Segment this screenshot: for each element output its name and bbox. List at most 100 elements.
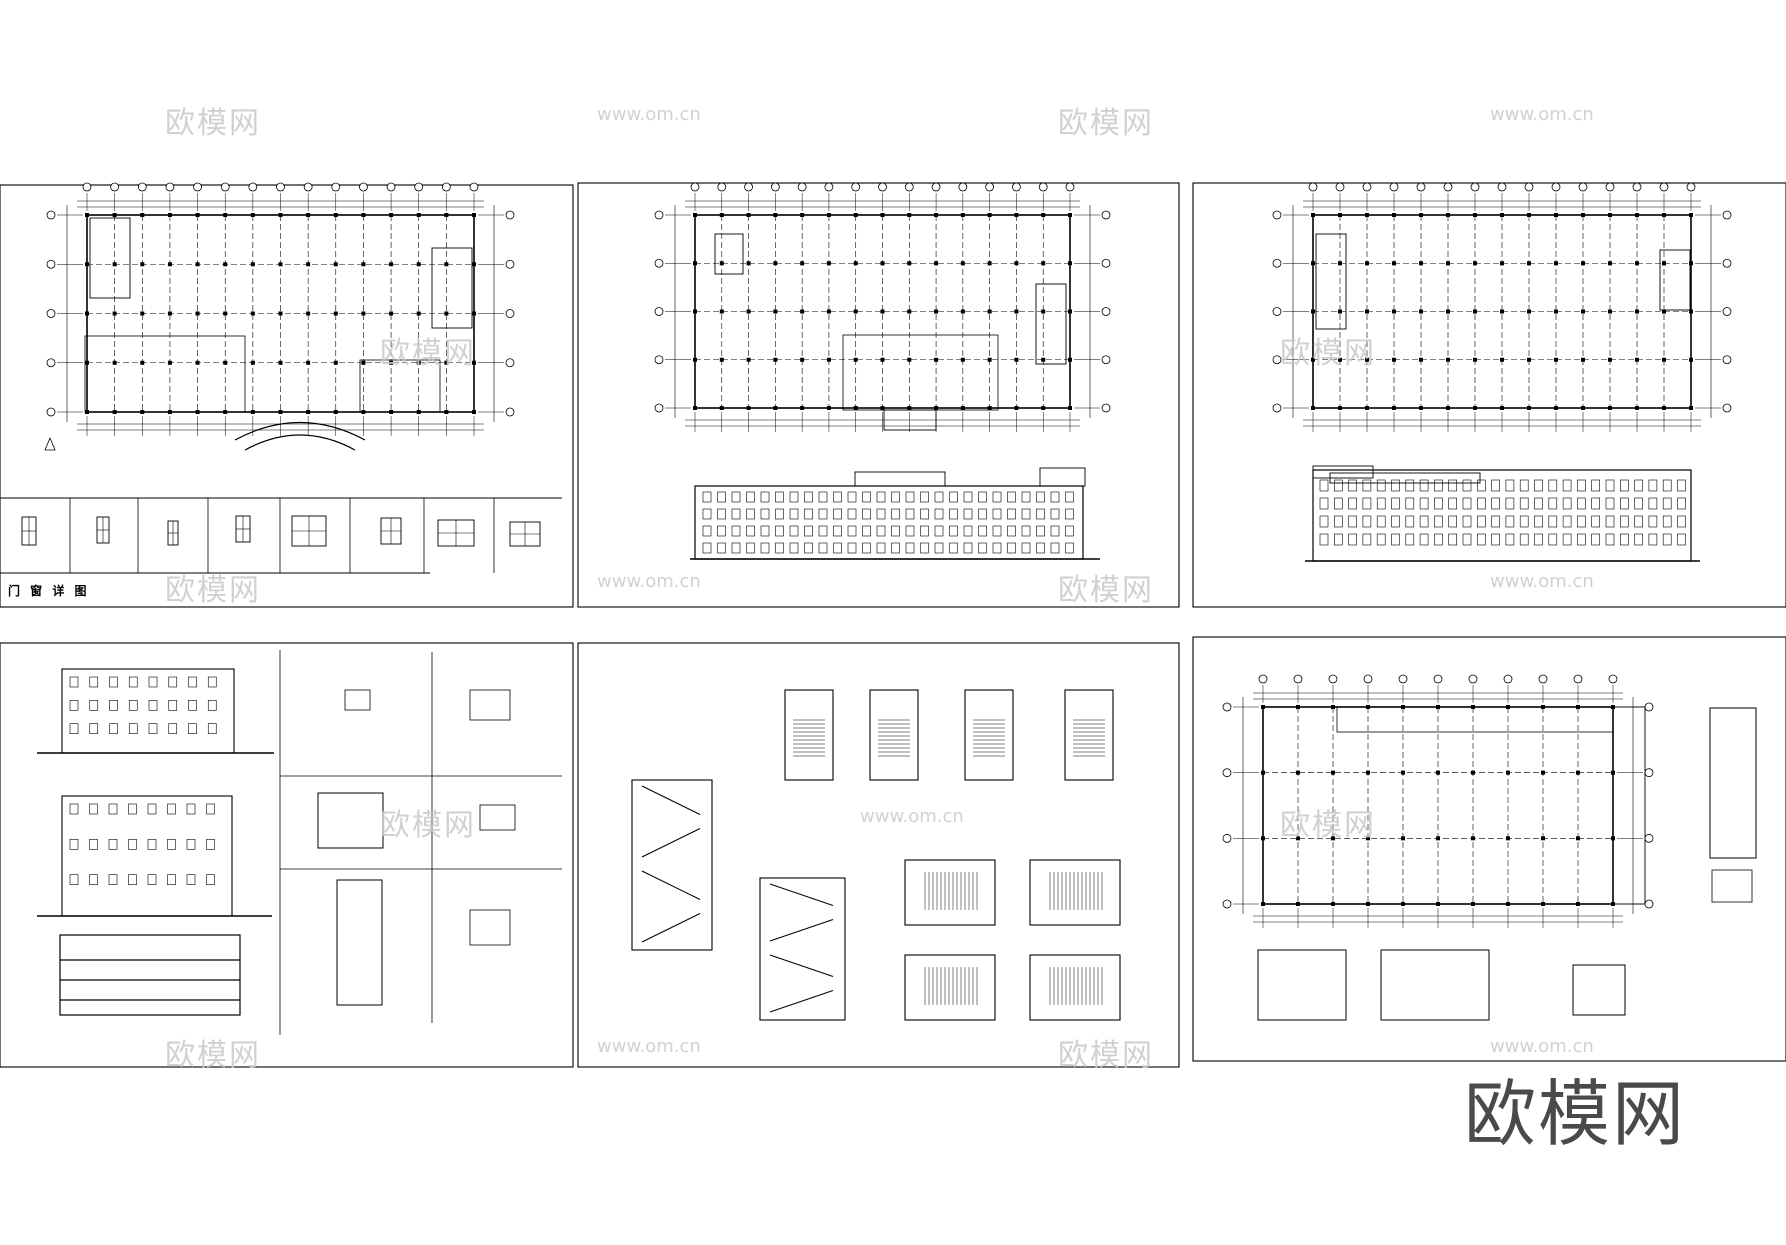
plan-level-2-axis-bubble [717, 182, 727, 192]
sheet-frame [577, 642, 1180, 1068]
plan-level-3-column [1446, 309, 1450, 314]
plan-level-1-column [223, 213, 228, 217]
elevation-window [147, 874, 157, 885]
elevation-window [1648, 515, 1658, 528]
canopy-section [1711, 869, 1753, 903]
plan-level-2-axis-bubble [1101, 210, 1111, 220]
elevation-window [978, 508, 987, 520]
toilet-plan-detail [336, 879, 383, 1006]
plan-level-1-column [278, 262, 283, 267]
elevation-window [207, 676, 217, 688]
plan-level-2-column [1068, 213, 1072, 217]
plan-level-1-column [223, 311, 228, 316]
elevation-window [1662, 479, 1672, 492]
plan-level-1-column [444, 410, 449, 414]
elevation-window [1534, 533, 1543, 546]
sheet-frame [1192, 182, 1786, 608]
plan-level-2-column [693, 309, 697, 314]
elevation-window [1334, 497, 1343, 510]
elevation-window [1362, 533, 1372, 546]
plan-level-3-column [1635, 261, 1639, 266]
elevation-window [746, 525, 755, 537]
plan-level-3-column [1581, 309, 1585, 314]
elevation-window [1491, 515, 1500, 528]
elevation-window [1634, 515, 1643, 528]
canopy-roof [1329, 472, 1481, 484]
plan-level-2-column [746, 213, 751, 217]
sheet-frame [0, 184, 574, 608]
door-window-detail-title: 门 窗 详 图 [8, 584, 90, 598]
elevation-window [1577, 533, 1586, 546]
entrance-stair [883, 409, 937, 431]
plan-level-3-column [1473, 309, 1477, 314]
elevation-window [1021, 525, 1031, 537]
elevation-window [1562, 479, 1572, 492]
roof-plan-column [1506, 902, 1510, 906]
plan-level-2-column [987, 213, 992, 217]
elevation-window [1434, 497, 1443, 510]
plan-level-1-column [416, 213, 421, 217]
plan-level-3-axis-bubble [1497, 182, 1507, 192]
plan-level-2-column [1041, 406, 1046, 410]
sheet-frame [1192, 636, 1786, 1062]
plan-level-2-column [960, 309, 965, 314]
roof-detail [1572, 964, 1626, 1016]
plan-level-2-column [987, 357, 992, 362]
elevation-window [128, 839, 137, 850]
plan-level-1-column [306, 410, 311, 414]
stair-flight [769, 954, 834, 977]
elevation-window [188, 700, 197, 711]
roof-plan-axis-bubble [1328, 674, 1338, 684]
elevation-window [69, 700, 79, 711]
elevation-window [978, 542, 987, 554]
plan-level-3-column [1365, 406, 1369, 410]
elevation-window [1362, 479, 1372, 492]
plan-level-3-axis-bubble [1443, 182, 1453, 192]
plan-level-1-column [167, 213, 172, 217]
plan-level-1-axis-bubble [110, 182, 120, 192]
elevation-window [1434, 533, 1443, 546]
plan-level-3-column [1527, 357, 1531, 362]
plan-level-2-axis-bubble [1038, 182, 1048, 192]
plan-level-1-column [472, 410, 476, 414]
plan-level-3-column [1365, 309, 1369, 314]
elevation-window [1348, 533, 1357, 546]
wall-section-detail [469, 909, 511, 946]
plan-level-2-axis-bubble [904, 182, 914, 192]
plan-level-3-column [1662, 406, 1666, 410]
plan-level-3-column [1365, 261, 1369, 266]
elevation-window [731, 508, 741, 520]
roof-plan-column [1261, 902, 1265, 906]
shop-zone [84, 335, 246, 413]
elevation-window [167, 839, 176, 850]
plan-level-3-column [1581, 261, 1585, 266]
plan-level-1-column [416, 360, 421, 365]
elevation-window [731, 491, 741, 503]
elevation-window [1391, 533, 1400, 546]
plan-level-3-column [1527, 261, 1531, 266]
elevation-window [920, 525, 929, 537]
plan-level-1-axis-bubble [505, 210, 515, 220]
elevation-window [760, 525, 770, 537]
elevation-window [1419, 497, 1429, 510]
elevation-window [1662, 533, 1672, 546]
plan-level-2-column [880, 213, 885, 217]
elevation-window [128, 676, 138, 688]
roof-plan-axis-bubble [1468, 674, 1478, 684]
elevation-window [1505, 479, 1515, 492]
plan-level-3-axis-bubble [1659, 182, 1669, 192]
roof-plan-column [1436, 836, 1440, 841]
elevation-window [775, 491, 784, 503]
plan-level-3-column [1581, 357, 1585, 362]
plan-level-2-column [719, 309, 724, 314]
elevation-window [1319, 497, 1329, 510]
elevation-window [934, 491, 944, 503]
plan-level-3-axis-bubble [1272, 355, 1282, 365]
roof-plan-column [1506, 836, 1510, 841]
plan-level-3-column [1392, 261, 1396, 266]
plan-level-1-axis-bubble [46, 210, 56, 220]
plan-level-1-column [306, 262, 311, 267]
elevation-window [702, 525, 712, 537]
elevation-window [1334, 533, 1343, 546]
plan-level-2-axis-bubble [851, 182, 861, 192]
